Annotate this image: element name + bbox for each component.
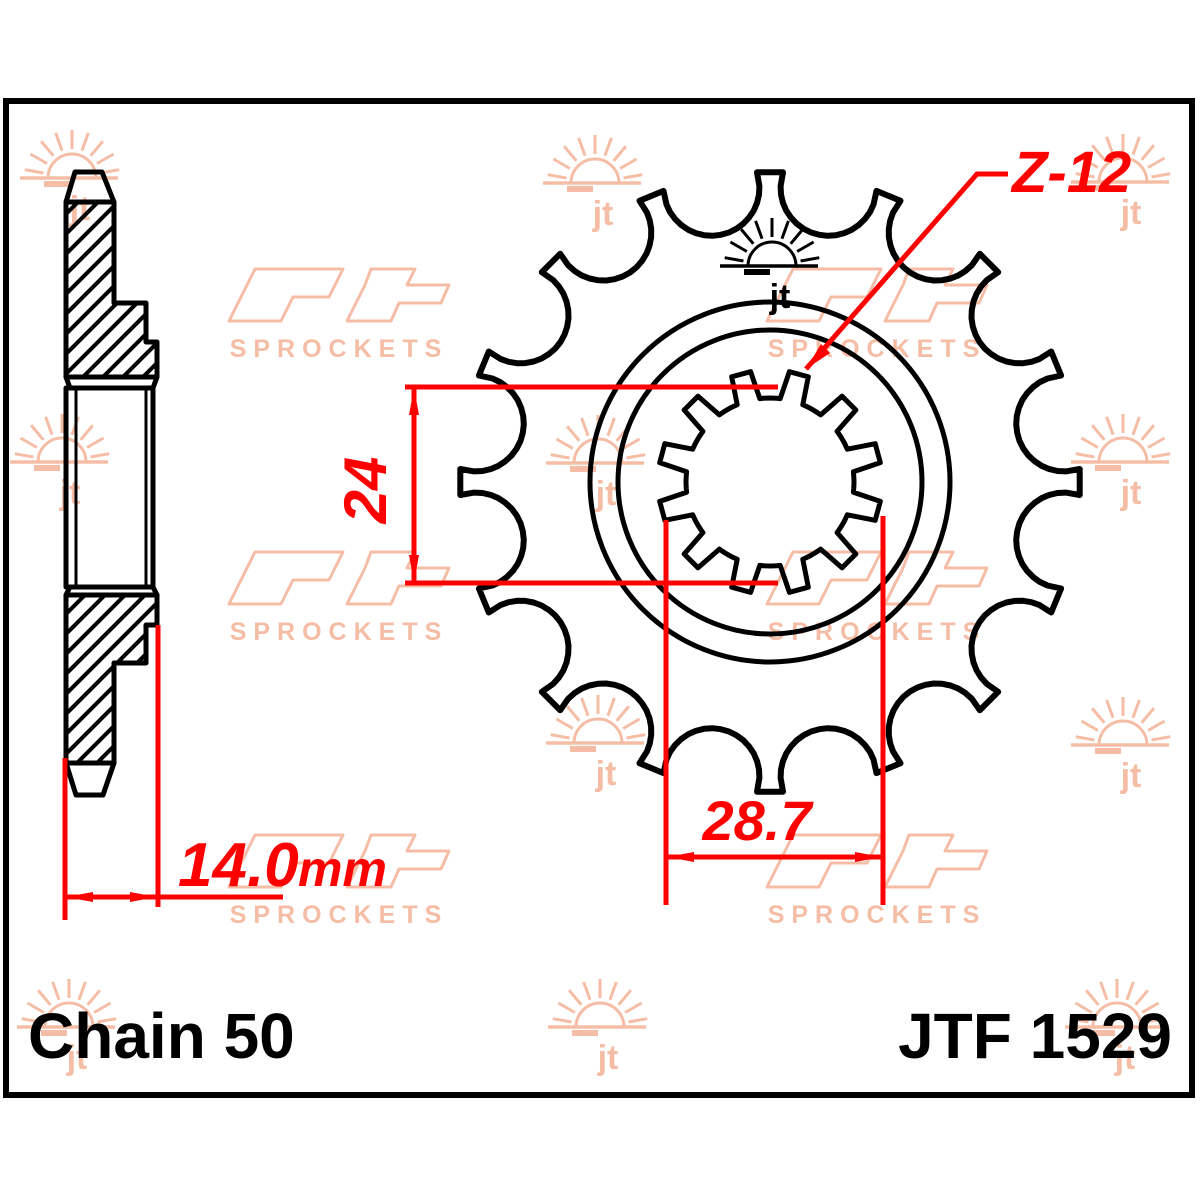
jt-sun-text: jt <box>597 1039 619 1077</box>
dim287-arrow-left <box>667 852 694 862</box>
dim-width-unit: mm <box>298 841 387 897</box>
jt-logo-t-glyph <box>883 550 989 606</box>
jt-sun-text: jt <box>592 195 614 233</box>
sprocket-front-view <box>457 169 1083 795</box>
jt-sun-watermark-icon: jt <box>543 135 643 233</box>
teeth-count-annotation: Z-12 <box>1010 140 1131 205</box>
jt-logo-sprockets-text: SPROCKETS <box>230 901 449 929</box>
jt-sun-watermark-icon: jt <box>17 979 117 1077</box>
jt-sprockets-logo-watermark: SPROCKETS <box>765 267 989 363</box>
jt-sun-watermark-icon: jt <box>1071 414 1171 512</box>
jt-sun-watermark-icon: jt <box>546 695 646 793</box>
dim24-arrow-up <box>409 388 419 415</box>
dimension-annotations <box>62 171 1008 920</box>
dim14-arrow-left <box>66 892 93 902</box>
jt-sun-text: jt <box>1120 757 1142 795</box>
jt-sun-text: jt <box>1120 474 1142 512</box>
jt-logo-j-glyph <box>765 267 883 323</box>
jt-sprockets-logo-watermark: SPROCKETS <box>765 833 989 929</box>
jt-logo-t-glyph <box>345 267 451 323</box>
dim287-arrow-right <box>855 852 882 862</box>
jt-logo-j-glyph <box>227 833 345 889</box>
jt-sun-text: jt <box>1114 1039 1136 1077</box>
jt-sun-text: jt <box>595 755 617 793</box>
jt-logo-sprockets-text: SPROCKETS <box>768 335 987 363</box>
dim14-arrow-right <box>130 892 157 902</box>
jt-sprockets-logo-watermark: SPROCKETS <box>227 267 451 363</box>
jt-logo-t-glyph <box>883 833 989 889</box>
jt-sun-text: jt <box>66 1039 88 1077</box>
jt-logo-sprockets-text: SPROCKETS <box>768 901 987 929</box>
z12-leader-arrowhead <box>806 344 830 369</box>
hub-inner-circle <box>615 327 925 637</box>
jt-sun-watermark-icon: jt <box>1071 134 1171 232</box>
z12-leader-line <box>804 171 1008 371</box>
jt-sun-watermark-icon: jt <box>10 414 110 512</box>
jt-sun-watermark-icon: jt <box>720 218 820 316</box>
side-lower-hatched-section <box>63 592 160 766</box>
hub-outer-circle <box>587 299 953 665</box>
dim-spline-inner-diameter: 24 <box>332 457 399 525</box>
chain-type-label: Chain 50 <box>28 1000 295 1072</box>
jt-sun-text: jt <box>769 278 791 316</box>
side-upper-hatched-section <box>63 199 160 380</box>
jt-sun-text: jt <box>1120 194 1142 232</box>
part-number-label: JTF 1529 <box>898 1000 1172 1072</box>
jt-logo-t-glyph <box>345 833 451 889</box>
jt-logo-j-glyph <box>227 550 345 606</box>
spline-bore-outline <box>657 369 883 595</box>
dim-width-value: 14.0 <box>178 831 299 900</box>
jt-sun-text: jt <box>595 475 617 513</box>
jt-logo-j-glyph <box>227 267 345 323</box>
dim24-arrow-down <box>409 555 419 582</box>
dim-spline-outer-diameter: 28.7 <box>702 789 815 852</box>
jt-sun-watermark-icon: jt <box>1071 697 1171 795</box>
sprocket-side-view <box>63 169 160 798</box>
jt-logo-sprockets-text: SPROCKETS <box>230 335 449 363</box>
jt-sun-watermark-icon: jt <box>548 979 648 1077</box>
jt-sprockets-logo-watermark: SPROCKETS <box>227 833 451 929</box>
drawing-border-frame <box>3 98 1195 1098</box>
jt-sun-watermark-icon: jt <box>1065 979 1165 1077</box>
jt-logo-sprockets-text: SPROCKETS <box>230 618 449 646</box>
side-bottom-tooth <box>63 760 117 798</box>
sprocket-teeth-outline <box>457 169 1083 795</box>
jt-logo-t-glyph <box>345 550 451 606</box>
